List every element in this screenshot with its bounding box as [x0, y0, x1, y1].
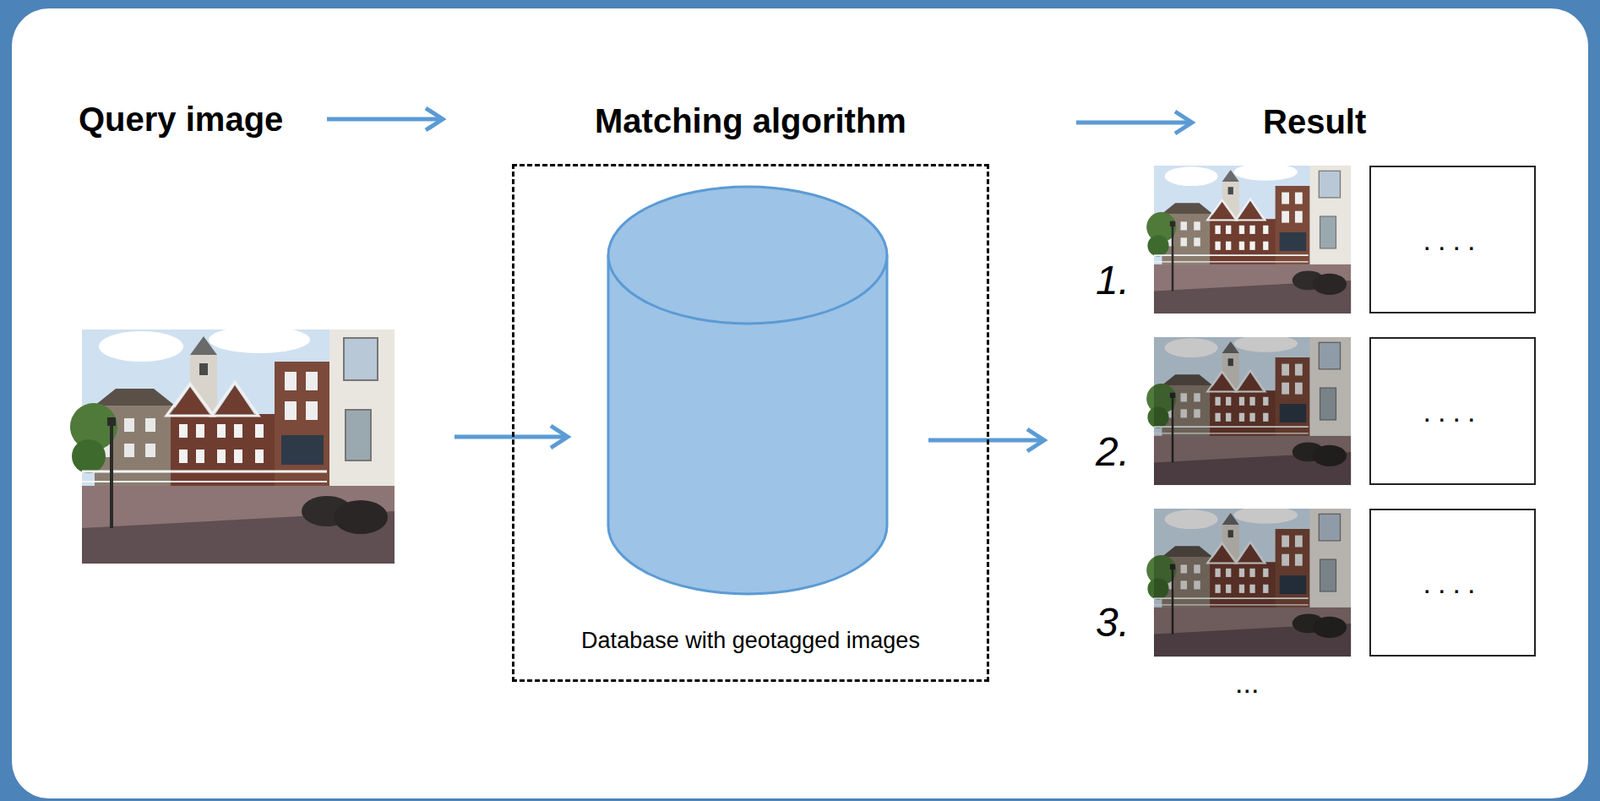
- placeholder-text: ....: [1423, 565, 1483, 600]
- result-box: ....: [1369, 508, 1536, 657]
- matching-block: Matching algorithmDatabase with geotagge…: [511, 163, 990, 682]
- database-caption: Database with geotagged images: [463, 626, 1038, 654]
- rank-number: 3.: [1095, 598, 1130, 648]
- placeholder-text: ....: [1423, 223, 1483, 257]
- rank-number: 2.: [1095, 427, 1130, 477]
- section-heading: Result: [1262, 101, 1366, 142]
- rank-number: 1.: [1095, 255, 1130, 305]
- result-box: ....: [1369, 165, 1536, 314]
- ellipsis: ...: [1235, 665, 1259, 701]
- result-box: ....: [1369, 337, 1536, 485]
- section-heading: Query image: [78, 98, 283, 140]
- placeholder-text: ....: [1423, 394, 1483, 429]
- section-heading: Matching algorithm: [463, 100, 1038, 142]
